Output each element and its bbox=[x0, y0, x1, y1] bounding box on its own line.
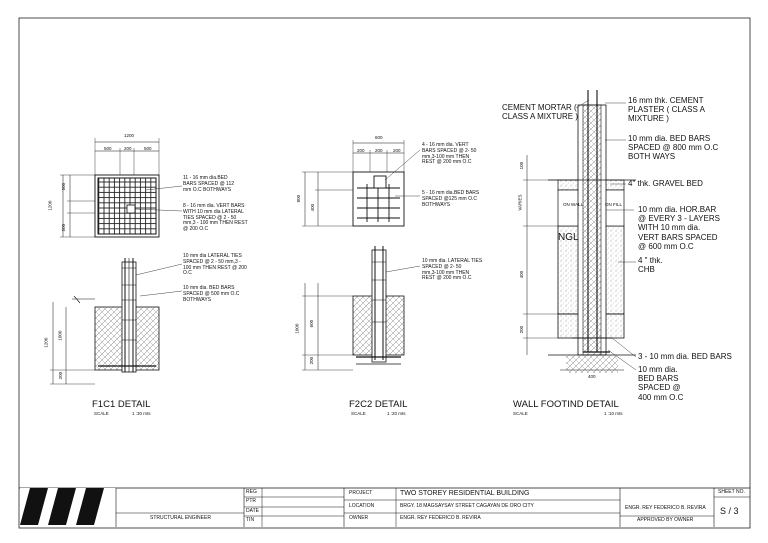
tb-ptr: PTR bbox=[246, 498, 256, 504]
f1c1-dim-left-b: 500 bbox=[61, 223, 67, 232]
tb-date: DATE bbox=[246, 508, 259, 514]
f1c1-dim-top-c: 500 bbox=[144, 146, 152, 151]
f1c1-dim-top-total: 1200 bbox=[124, 133, 135, 138]
tb-location-value: BRGY. 18 MAGSAYSAY STREET CAGAYAN DE ORO… bbox=[400, 503, 534, 509]
tb-project-value: TWO STOREY RESIDENTIAL BUILDING bbox=[400, 490, 530, 497]
f2c2-dim-elev-a: 600 bbox=[309, 319, 315, 328]
wall-title: WALL FOOTIND DETAIL bbox=[513, 399, 619, 410]
f1c1-detail bbox=[50, 138, 183, 385]
f1c1-title: F1C1 DETAIL bbox=[92, 399, 151, 410]
wall-note-plaster: 16 mm thk. CEMENT PLASTER ( CLASS A MIXT… bbox=[628, 96, 705, 124]
f1c1-dim-top-b: 200 bbox=[124, 146, 132, 151]
f1c1-note-bed-bars-2: 10 mm dia. BED BARS SPACED @ 500 mm O.C … bbox=[183, 285, 240, 303]
f2c2-dim-left-total: 800 bbox=[296, 194, 302, 203]
f2c2-detail bbox=[302, 140, 421, 371]
f1c1-dim-left-total: 1200 bbox=[47, 200, 53, 211]
f2c2-dim-top-a: 200 bbox=[357, 148, 365, 153]
wall-note-cement-mortar: CEMENT MORTAR ( CLASS A MIXTURE ) bbox=[502, 103, 579, 122]
f2c2-dim-top-total: 600 bbox=[375, 135, 383, 140]
f2c2-dim-left-a: 400 bbox=[310, 203, 316, 212]
wall-dim-varies: VARIES bbox=[517, 194, 523, 211]
f1c1-dim-left-a: 500 bbox=[61, 182, 67, 191]
tb-structural-engineer: STRUCTURAL ENGINEER bbox=[150, 515, 211, 521]
wall-ngl-label: NGL bbox=[558, 232, 579, 243]
f2c2-plan bbox=[302, 140, 421, 227]
f1c1-dim-elev-b: 200 bbox=[58, 371, 64, 380]
f1c1-note-vert-bars: 8 - 16 mm dia. VERT BARS WITH 10 mm dia … bbox=[183, 203, 248, 232]
wall-note-bed-bars-top: 10 mm dia. BED BARS SPACED @ 800 mm O.C … bbox=[628, 134, 719, 162]
tb-owner-value: ENGR. REY FEDERICO B. REVIRA bbox=[400, 515, 481, 521]
f1c1-section bbox=[50, 258, 183, 385]
f2c2-dim-top-b: 200 bbox=[375, 148, 383, 153]
tb-approved: APPROVED BY OWNER bbox=[637, 517, 694, 523]
f1c1-scale-label: SCALE bbox=[94, 411, 109, 416]
f2c2-dim-elev-b: 200 bbox=[309, 356, 315, 365]
f2c2-dim-top-c: 200 bbox=[393, 148, 401, 153]
title-block bbox=[19, 487, 750, 527]
f1c1-scale-value: 1 :30 mts bbox=[132, 411, 151, 416]
wall-dim-bottom: 400 bbox=[588, 374, 596, 379]
f1c1-dim-elev-a: 1000 bbox=[57, 330, 63, 341]
logo-stripes bbox=[20, 488, 104, 525]
wall-note-chb: 4 " thk. CHB bbox=[638, 256, 663, 275]
sheet-border bbox=[18, 17, 751, 529]
wall-scale-value: 1 :10 mts bbox=[604, 411, 623, 416]
tb-reg: REG bbox=[246, 489, 257, 495]
wall-note-hor-bar: 10 mm dia. HOR.BAR @ EVERY 3 - LAYERS WI… bbox=[638, 205, 720, 251]
f1c1-note-lateral-ties: 10 mm dia LATERAL TIES SPACED @ 2 - 50 m… bbox=[183, 253, 247, 277]
f2c2-dim-elev-total: 1000 bbox=[294, 323, 300, 334]
wall-dim-top: 100 bbox=[519, 161, 525, 170]
wall-dim-b: 200 bbox=[519, 325, 525, 334]
tb-engineer-name: ENGR. REY FEDERICO B. REVIRA bbox=[625, 505, 706, 511]
f2c2-section bbox=[302, 246, 421, 371]
f2c2-note-bed-bars: 5 - 16 mm dia.BED BARS SPACED @125 mm O.… bbox=[422, 190, 480, 208]
tb-location-label: LOCATION bbox=[349, 503, 375, 509]
f2c2-title: F2C2 DETAIL bbox=[349, 399, 408, 410]
tb-sheet-no-value: S / 3 bbox=[720, 506, 739, 516]
wall-note-bed-bars-spaced: 10 mm dia. BED BARS SPACED @ 400 mm O.C bbox=[638, 365, 684, 402]
f2c2-scale-value: 1 :20 mts bbox=[387, 411, 406, 416]
wall-scale-label: SCALE bbox=[513, 411, 528, 416]
f1c1-plan bbox=[60, 138, 183, 238]
f1c1-dim-top-a: 500 bbox=[104, 146, 112, 151]
tb-owner-label: OWNER bbox=[349, 515, 369, 521]
tb-project-label: PROJECT bbox=[349, 490, 373, 496]
f1c1-note-bed-bars: 11 - 16 mm dia.BED BARS SPACED @ 112 mm … bbox=[183, 175, 235, 193]
wall-dim-a: 400 bbox=[519, 270, 525, 279]
wall-note-bed-bars-3: 3 - 10 mm dia. BED BARS bbox=[638, 352, 732, 361]
f1c1-dim-elev-total: 1200 bbox=[43, 337, 49, 348]
f2c2-note-vert-bars: 4 - 16 mm dia. VERT BARS SPACED @ 2- 50 … bbox=[422, 142, 477, 166]
wall-on-fill-label: ON FILL bbox=[605, 202, 623, 207]
f2c2-scale-label: SCALE bbox=[351, 411, 366, 416]
wall-on-wall-label: ON WALL bbox=[563, 202, 584, 207]
wall-footing-detail bbox=[523, 90, 637, 373]
tb-tin: TIN bbox=[246, 517, 255, 523]
wall-note-gravel: 4" thk. GRAVEL BED bbox=[628, 179, 703, 188]
tb-sheet-no-label: SHEET NO. bbox=[718, 489, 745, 495]
f2c2-note-lateral-ties: 10 mm dia. LATERAL TIES SPACED @ 2- 50 m… bbox=[422, 258, 483, 282]
